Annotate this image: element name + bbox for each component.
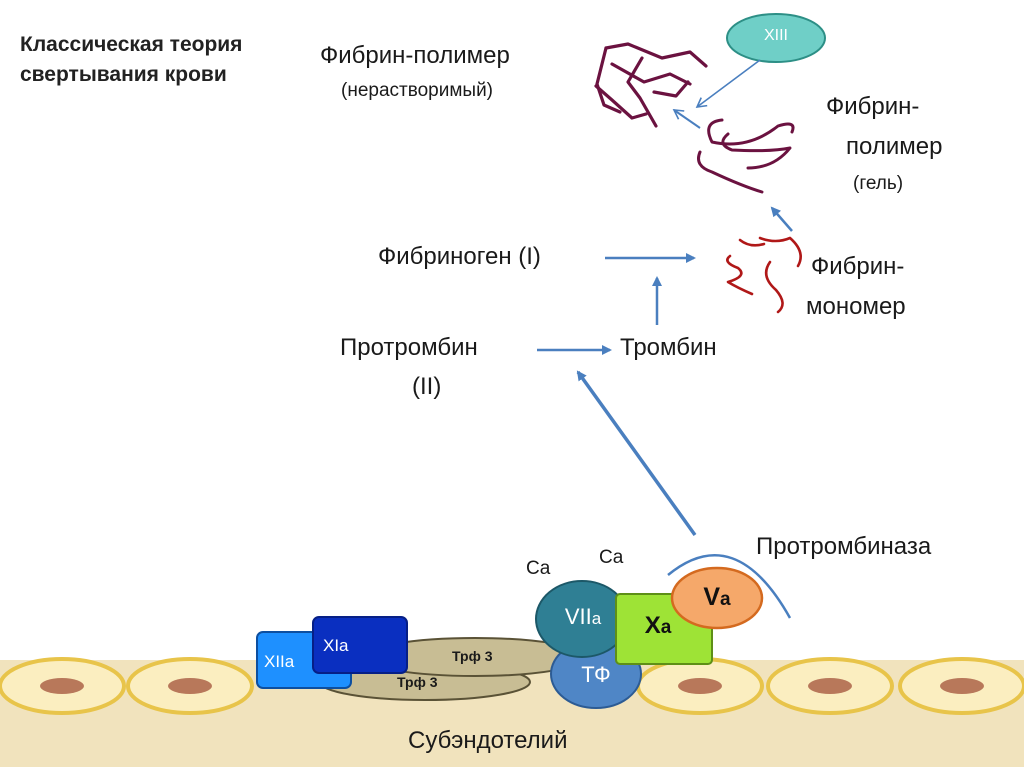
factor-xia-label: XIa <box>323 636 349 655</box>
tissue-factor-label: ТФ <box>581 662 611 687</box>
cell-nucleus <box>168 678 212 694</box>
prothrombin-line-1: Протромбин <box>340 334 478 361</box>
prothrombinase-label: Протромбиназа <box>756 533 932 560</box>
arrow-prothrombinase-to-thrombin <box>576 370 697 537</box>
fibrin-polymer-gel-strands <box>697 118 795 194</box>
factor-xiii-shape <box>726 13 826 63</box>
factor-va-base: V <box>703 583 721 611</box>
cell-nucleus <box>808 678 852 694</box>
factor-xiia-label: XIIa <box>264 652 295 671</box>
factor-va-label: Va <box>692 583 742 612</box>
arrow-xiii-to-polymer <box>695 59 761 108</box>
cell-nucleus <box>678 678 722 694</box>
fibrin-monomer-strands <box>726 236 802 314</box>
slide-title-line-2: свертывания крови <box>20 63 227 86</box>
factor-xa-base: X <box>644 612 661 639</box>
factor-xa-label: Xa <box>628 612 688 640</box>
arrow-gel-to-insoluble <box>672 109 701 129</box>
trf3-upper-label: Трф 3 <box>452 648 493 664</box>
fibrin-polymer-gel-note: (гель) <box>853 173 904 194</box>
calcium-label-1: Ca <box>526 558 551 579</box>
prothrombin-line-2: (II) <box>412 373 442 400</box>
factor-xiii-label: XIII <box>763 27 788 44</box>
factor-xa-sub: a <box>660 617 672 638</box>
factor-xia-box <box>312 616 408 674</box>
fibrin-polymer-gel-line-1: Фибрин- <box>826 93 920 120</box>
calcium-label-2: Ca <box>599 547 624 568</box>
factor-va-shape <box>670 566 764 630</box>
fibrin-polymer-insoluble-note: (нерастворимый) <box>341 80 494 101</box>
slide-title: Классическая теория свертывания крови <box>20 30 242 90</box>
endothelial-cells <box>0 657 1024 715</box>
subendothelium-label: Субэндотелий <box>408 727 568 754</box>
fibrinogen-label: Фибриноген (I) <box>378 243 541 270</box>
thrombin-label: Тромбин <box>620 334 717 361</box>
slide-title-line-1: Классическая теория <box>20 33 243 56</box>
factor-va-sub: a <box>720 589 731 610</box>
trf3-lower-label: Трф 3 <box>397 674 438 690</box>
cell-nucleus <box>40 678 84 694</box>
prothrombinase-arc <box>667 553 792 619</box>
cell-nucleus <box>940 678 984 694</box>
fibrin-polymer-gel-line-2: полимер <box>846 133 943 160</box>
fibrin-polymer-insoluble-strands <box>594 42 708 128</box>
fibrin-polymer-insoluble-label: Фибрин-полимер <box>320 42 510 69</box>
factor-viia-base: VII <box>564 604 592 629</box>
fibrin-monomer-line-1: Фибрин- <box>811 253 905 280</box>
factor-viia-sub: a <box>591 609 602 628</box>
factor-viia-label: VIIa <box>552 604 614 630</box>
fibrin-monomer-line-2: мономер <box>806 293 906 320</box>
arrow-monomer-to-gel <box>770 206 793 232</box>
